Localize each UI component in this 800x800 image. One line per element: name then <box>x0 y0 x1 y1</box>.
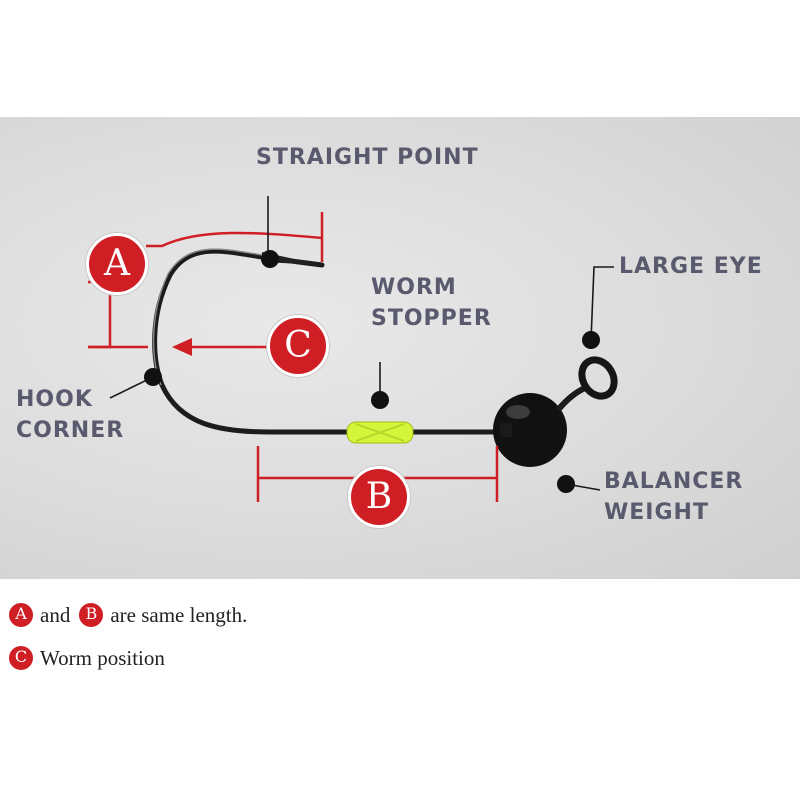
legend-line-worm-position: C Worm position <box>8 645 165 671</box>
label-large-eye: LARGE EYE <box>619 254 763 279</box>
legend-and-text: and <box>40 602 71 627</box>
dimension-c-arrowhead <box>172 338 192 356</box>
balancer-weight-dot <box>557 475 575 493</box>
badge-c: C <box>267 315 329 377</box>
legend-badge-c: C <box>8 645 34 671</box>
dimension-a-line <box>146 231 323 248</box>
hook-corner-dot <box>144 368 162 386</box>
large-eye <box>578 356 618 400</box>
hook-wire <box>152 248 503 435</box>
legend-worm-position-text: Worm position <box>40 645 165 670</box>
legend-line-same-length: A and B are same length. <box>8 602 247 628</box>
large-eye-dot <box>582 331 600 349</box>
hook-wire-highlight <box>152 248 269 386</box>
straight-point-dot <box>261 250 279 268</box>
legend-badge-a: A <box>8 602 34 628</box>
legend-badge-b: B <box>78 602 105 628</box>
worm-stopper-dot <box>371 391 389 409</box>
label-worm-stopper: WORM STOPPER <box>371 275 492 331</box>
badge-a: A <box>86 233 148 295</box>
label-balancer-weight: BALANCER WEIGHT <box>604 469 744 525</box>
legend-same-length-text: are same length. <box>110 602 248 627</box>
label-hook-corner: HOOK CORNER <box>16 387 125 443</box>
label-straight-point: STRAIGHT POINT <box>256 145 479 170</box>
badge-b: B <box>348 466 410 528</box>
